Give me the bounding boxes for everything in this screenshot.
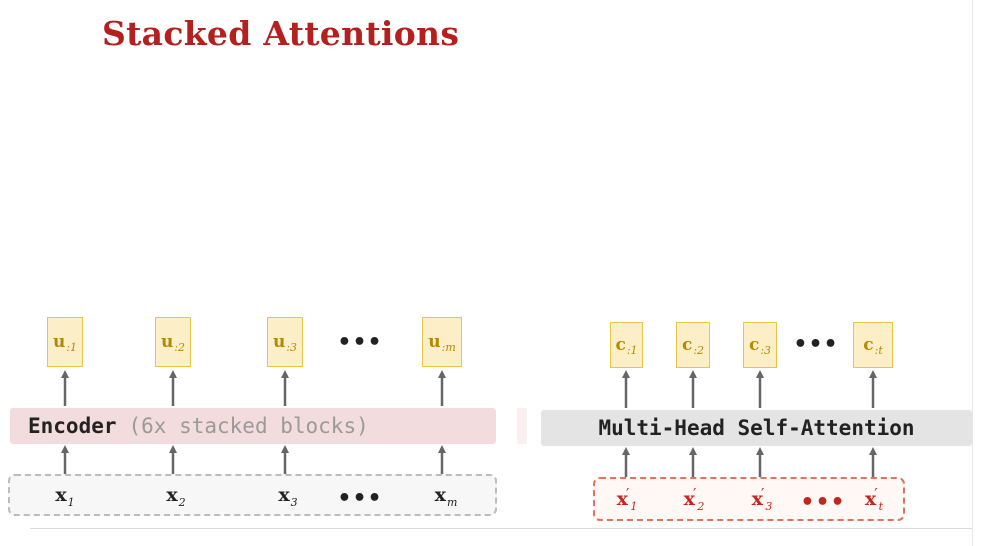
attention-output-1: c:1 [610,322,643,368]
encoder-detail: (6x stacked blocks) [128,414,369,438]
attention-output-t: c:t [853,322,893,368]
attention-input-ellipsis: ••• [800,490,846,515]
encoder-input-2: x2 [166,484,186,509]
attention-input-frame [593,477,905,521]
encoder-output-ellipsis: ••• [337,330,383,355]
faint-bar-fragment [517,408,527,444]
encoder-input-m: xm [434,484,458,509]
attention-output-2: c:2 [676,322,710,368]
encoder-output-2: u:2 [155,317,191,367]
encoder-label: Encoder [28,414,117,438]
attention-input-2: x′2 [683,485,705,513]
encoder-output-1: u:1 [47,317,83,367]
attention-input-3: x′3 [751,485,773,513]
encoder-output-m: u:m [422,317,462,367]
encoder-block: Encoder (6x stacked blocks) [10,408,496,444]
slide-title: Stacked Attentions [102,14,460,53]
attention-output-3: c:3 [743,322,777,368]
encoder-input-ellipsis: ••• [337,486,383,511]
attention-output-ellipsis: ••• [793,332,839,357]
divider-horizontal [30,528,972,529]
attention-input-1: x′1 [616,485,638,513]
encoder-output-3: u:3 [267,317,303,367]
encoder-input-3: x3 [278,484,298,509]
attention-input-t: x′t [864,485,884,513]
divider-vertical [972,0,973,546]
multi-head-self-attention-block: Multi-Head Self-Attention [541,410,972,446]
encoder-input-frame [8,474,497,516]
encoder-input-1: x1 [55,484,75,509]
